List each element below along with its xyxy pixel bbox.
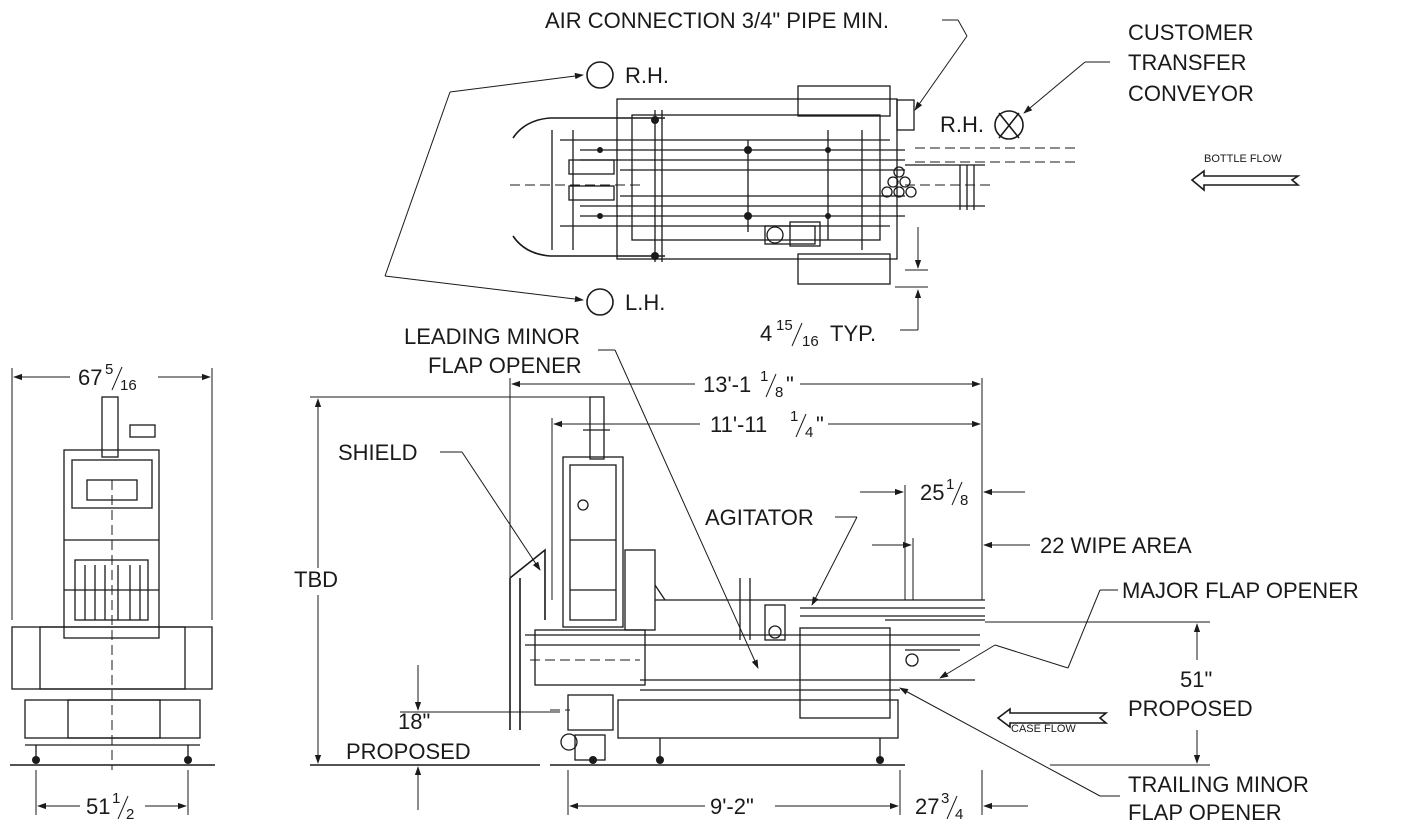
dim-18-proposed-label: PROPOSED xyxy=(346,739,471,764)
typ-dimension: 4 15 16 TYP. xyxy=(760,317,876,350)
lh-option-circle xyxy=(586,288,614,316)
dim-width-den: 16 xyxy=(120,377,137,394)
customer-conveyor-label-1: CUSTOMER xyxy=(1128,20,1254,45)
tbd-label: TBD xyxy=(294,567,338,592)
bottle-flow-arrow xyxy=(1190,169,1301,192)
dim-base: 51 1 2 xyxy=(86,790,134,823)
rh-conveyor-label: R.H. xyxy=(940,112,984,137)
dim-overall-suffix: " xyxy=(786,372,794,397)
customer-conveyor-label-3: CONVEYOR xyxy=(1128,81,1254,106)
plan-view xyxy=(384,19,1301,331)
side-elevation xyxy=(310,349,1210,815)
dim-27: 27 3 4 xyxy=(915,790,963,823)
dim-width-whole: 67 xyxy=(78,365,102,390)
dim-overall-whole: 13'-1 xyxy=(703,372,751,397)
dim-51-label: 51" xyxy=(1180,667,1212,692)
dim-base-den: 2 xyxy=(126,806,134,823)
dim-25-whole: 25 xyxy=(920,480,944,505)
dim-frame-suffix: " xyxy=(816,412,824,437)
leading-minor-label-2: FLAP OPENER xyxy=(428,353,582,378)
typ-suffix: TYP. xyxy=(830,321,876,346)
bottle-flow-label: BOTTLE FLOW xyxy=(1204,153,1282,165)
dim-25: 25 1 8 xyxy=(920,476,968,509)
case-flow-arrow xyxy=(996,707,1109,729)
agitator-label: AGITATOR xyxy=(705,505,814,530)
dim-frame: 11'-11 1 4 " xyxy=(710,408,824,441)
typ-den: 16 xyxy=(802,333,819,350)
dim-overall-den: 8 xyxy=(775,384,783,401)
typ-whole: 4 xyxy=(760,321,772,346)
dim-overall-num: 1 xyxy=(760,368,768,385)
dim-27-whole: 27 xyxy=(915,794,939,819)
rh-option-circle xyxy=(586,61,614,89)
leading-minor-label-1: LEADING MINOR xyxy=(404,324,580,349)
dim-width-num: 5 xyxy=(105,361,113,378)
typ-num: 15 xyxy=(776,317,793,334)
dim-27-den: 4 xyxy=(955,806,963,823)
rh-label: R.H. xyxy=(625,63,669,88)
dim-18-label: 18" xyxy=(398,709,430,734)
dim-base-num: 1 xyxy=(112,790,120,807)
dim-25-num: 1 xyxy=(946,476,954,493)
labels: AIR CONNECTION 3/4" PIPE MIN. CUSTOMER T… xyxy=(78,8,1359,825)
air-connection-label: AIR CONNECTION 3/4" PIPE MIN. xyxy=(545,8,889,33)
dim-overall: 13'-1 1 8 " xyxy=(703,368,794,401)
case-flow-label: CASE FLOW xyxy=(1011,723,1076,735)
dim-9-label: 9'-2" xyxy=(710,794,754,819)
wipe-area-label: 22 WIPE AREA xyxy=(1040,533,1192,558)
trailing-minor-label-1: TRAILING MINOR xyxy=(1128,772,1309,797)
dim-frame-whole: 11'-11 xyxy=(710,412,767,437)
dim-51-proposed-label: PROPOSED xyxy=(1128,696,1253,721)
trailing-minor-label-2: FLAP OPENER xyxy=(1128,800,1282,825)
dim-width: 67 5 16 xyxy=(78,361,137,394)
customer-conveyor-label-2: TRANSFER xyxy=(1128,50,1247,75)
shield-label: SHIELD xyxy=(338,440,417,465)
major-flap-label: MAJOR FLAP OPENER xyxy=(1122,578,1359,603)
dim-frame-den: 4 xyxy=(805,424,813,441)
dim-25-den: 8 xyxy=(960,492,968,509)
dim-frame-num: 1 xyxy=(790,408,798,425)
rh-conveyor-circle xyxy=(994,110,1024,140)
lh-label: L.H. xyxy=(625,290,665,315)
dim-base-whole: 51 xyxy=(86,794,110,819)
dim-27-num: 3 xyxy=(941,790,949,807)
end-view xyxy=(10,368,215,815)
